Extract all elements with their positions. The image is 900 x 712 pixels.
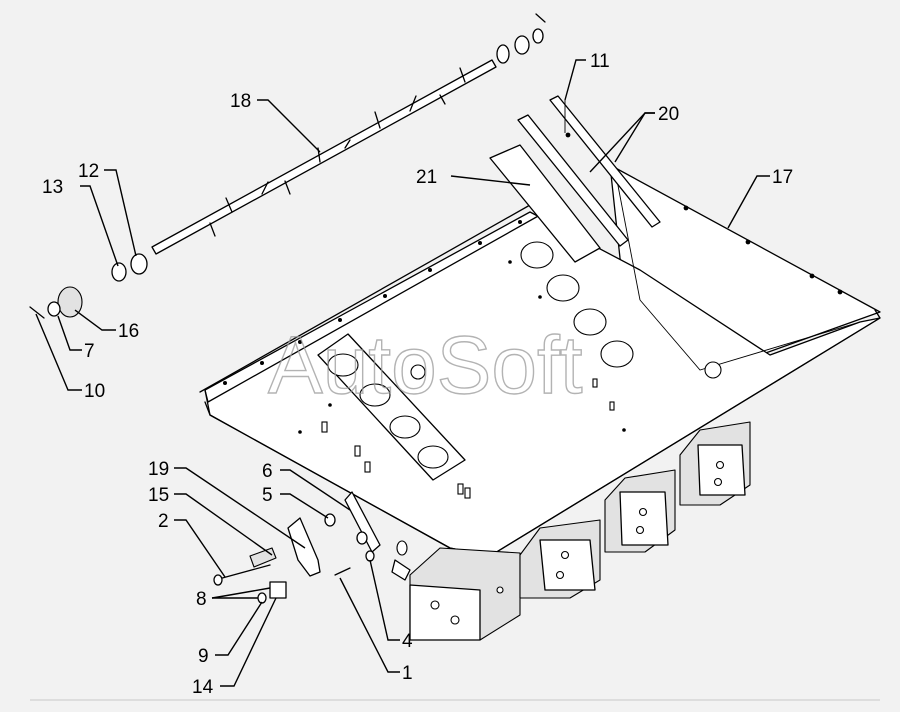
label-14: 14 — [192, 677, 214, 698]
rail-left — [517, 114, 629, 247]
label-11: 11 — [590, 51, 610, 72]
label-19: 19 — [148, 459, 169, 480]
label-16: 16 — [118, 321, 139, 342]
pin-10 — [29, 306, 45, 319]
label-21: 21 — [416, 167, 437, 188]
washer-8 — [257, 592, 267, 604]
label-15: 15 — [148, 485, 169, 506]
left-drive-parts — [29, 253, 148, 319]
rim-holes — [223, 205, 843, 385]
label-12: 12 — [78, 161, 99, 182]
label-13: 13 — [42, 177, 63, 198]
washer-7 — [47, 301, 61, 317]
label-4: 4 — [402, 631, 413, 652]
bushing-13 — [111, 262, 127, 282]
label-5: 5 — [262, 485, 273, 506]
label-7: 7 — [84, 341, 95, 362]
floor-slots — [298, 260, 626, 499]
outlet-box-1 — [409, 547, 521, 641]
hopper-tray — [199, 164, 881, 557]
callout-leaders — [35, 59, 770, 687]
bushing-14 — [269, 581, 287, 599]
label-10: 10 — [84, 381, 105, 402]
outlet-box-3 — [604, 469, 676, 553]
outlet-box-4 — [679, 421, 751, 506]
watermark: AutoSoft — [268, 320, 583, 411]
floor-openings — [410, 241, 722, 380]
latch-plate — [391, 559, 411, 581]
hopper-inner-fold — [639, 299, 861, 371]
label-18: 18 — [230, 91, 251, 112]
rails-and-plate — [489, 95, 661, 263]
perforated-strip — [317, 333, 466, 481]
shaft-assembly — [151, 13, 546, 255]
sprocket-16 — [57, 286, 83, 318]
bolt-2 — [214, 564, 271, 581]
outlet-boxes — [409, 421, 751, 641]
label-17: 17 — [772, 167, 793, 188]
bushing-12 — [130, 253, 148, 275]
label-1: 1 — [402, 663, 413, 684]
shaft-bearing-right — [496, 13, 546, 64]
cover-plate — [489, 144, 601, 263]
bolt-1 — [334, 567, 351, 576]
label-6: 6 — [262, 461, 273, 482]
label-8: 8 — [196, 589, 207, 610]
nut-5 — [324, 513, 336, 527]
label-20: 20 — [658, 104, 679, 125]
rail-right — [549, 95, 661, 228]
spring-15 — [249, 547, 277, 568]
label-2: 2 — [158, 511, 169, 532]
washer-4 — [365, 550, 375, 562]
label-9: 9 — [198, 646, 209, 667]
hopper-inner-line — [614, 169, 641, 301]
shaft — [151, 59, 497, 255]
callout-labels: 11 20 21 17 18 13 12 16 7 10 19 15 2 6 5… — [42, 51, 793, 698]
outlet-box-2 — [519, 519, 601, 599]
